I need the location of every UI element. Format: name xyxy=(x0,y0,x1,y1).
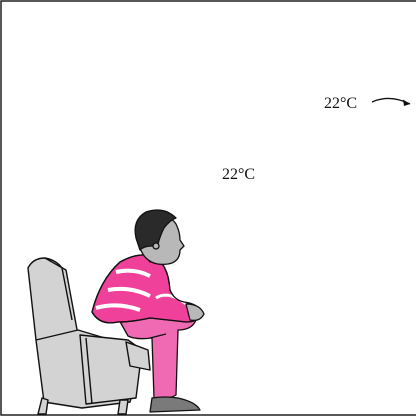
wall-temperature-label: 22°C xyxy=(324,96,357,112)
air-temperature-label: 22°C xyxy=(222,167,255,183)
arrow-right-icon xyxy=(372,98,410,106)
